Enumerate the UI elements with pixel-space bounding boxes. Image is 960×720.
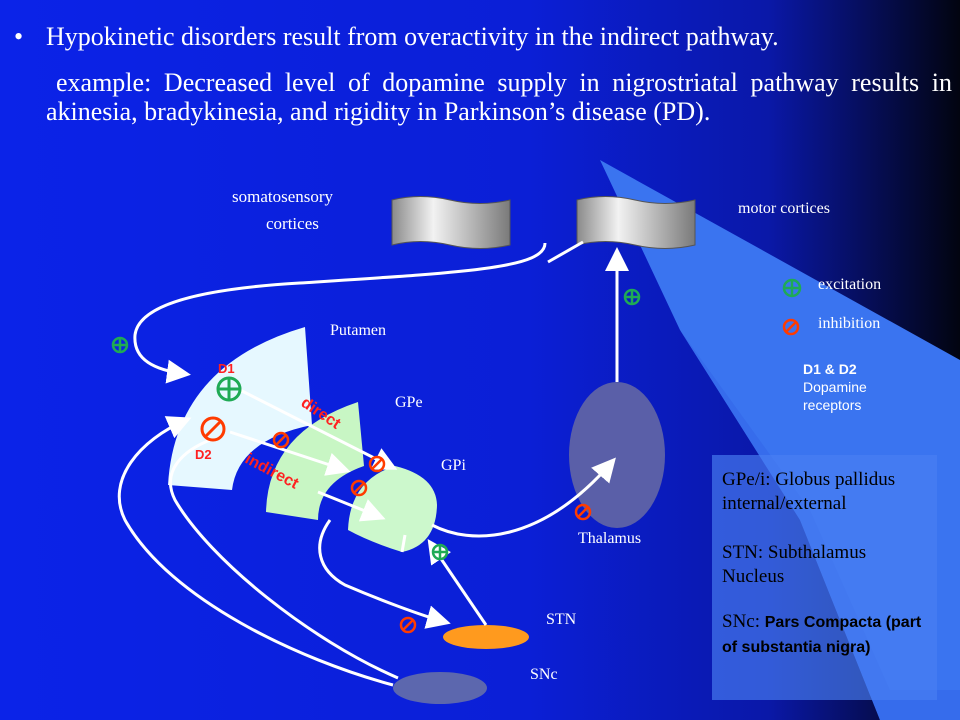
bullet-point: • <box>14 22 24 51</box>
putamen-shape <box>168 327 312 490</box>
snc-label: SNc <box>530 666 558 683</box>
d1-label: D1 <box>218 361 235 376</box>
d2-label: D2 <box>195 447 212 462</box>
dopamine-rest: Dopamine receptors <box>803 379 867 413</box>
cortices-label: cortices <box>266 214 319 233</box>
dopamine-prefix: D1 & D2 <box>803 361 857 377</box>
gpe-to-stn-line <box>318 519 451 629</box>
excitation-icon <box>431 543 449 561</box>
excitation-icon <box>216 376 242 402</box>
motor-cortices-label: motor cortices <box>738 200 830 217</box>
inhibition-icon <box>200 416 226 442</box>
snc-to-putamen-line <box>117 416 394 687</box>
inhibition-icon <box>368 455 386 473</box>
gpe-label: GPe <box>395 394 423 411</box>
d2-indirect-line <box>229 430 351 476</box>
legend-excitation-label: excitation <box>818 276 882 293</box>
thalamus-shape <box>569 382 665 528</box>
cortex-to-putamen-line <box>133 242 547 384</box>
example-paragraph: example: Decreased level of dopamine sup… <box>46 68 952 126</box>
slide-heading: Hypokinetic disorders result from overac… <box>46 22 779 51</box>
inhibition-icon <box>574 503 592 521</box>
excitation-icon <box>623 288 641 306</box>
somatosensory-label: somatosensory <box>232 187 334 206</box>
gpi-label: GPi <box>441 457 466 474</box>
legend-inhibition-icon <box>782 318 800 336</box>
abbr-snc-prefix: SNc: <box>722 611 765 632</box>
snc-shape <box>393 672 487 704</box>
d1-direct-line <box>239 388 398 470</box>
abbr-snc: SNc: Pars Compacta (part of substantia n… <box>722 610 932 660</box>
abbr-snc-rest: Pars Compacta (part of substantia nigra) <box>722 614 922 656</box>
inhibition-icon <box>350 479 368 497</box>
somatosensory-cortex-block <box>391 196 511 249</box>
stn-shape <box>443 625 529 649</box>
light-beam-edge <box>680 330 960 720</box>
snc-to-putamen-line-2 <box>168 438 399 680</box>
inhibition-icon <box>399 616 417 634</box>
gpe-to-gpi-line <box>317 490 386 522</box>
inhibition-icon <box>272 431 290 449</box>
legend-excitation-icon <box>782 278 802 298</box>
excitation-icon <box>111 336 129 354</box>
gpi-shape <box>348 466 437 552</box>
abbr-gpe-gpi: GPe/i: Globus pallidus internal/external <box>722 469 896 514</box>
abbr-stn: STN: Subthalamus Nucleus <box>722 542 867 587</box>
legend-dopamine-note: D1 & D2 Dopamine receptors <box>803 360 893 414</box>
thalamus-label: Thalamus <box>578 530 642 547</box>
stn-label: STN <box>546 611 577 628</box>
putamen-label: Putamen <box>330 322 386 339</box>
gpi-to-thalamus-line <box>431 457 616 538</box>
legend-panel <box>712 455 937 700</box>
gpi-to-gpe-line <box>400 534 407 553</box>
motor-to-pathway-line <box>547 240 584 264</box>
motor-cortex-block <box>576 196 696 249</box>
legend-inhibition-label: inhibition <box>818 315 881 332</box>
